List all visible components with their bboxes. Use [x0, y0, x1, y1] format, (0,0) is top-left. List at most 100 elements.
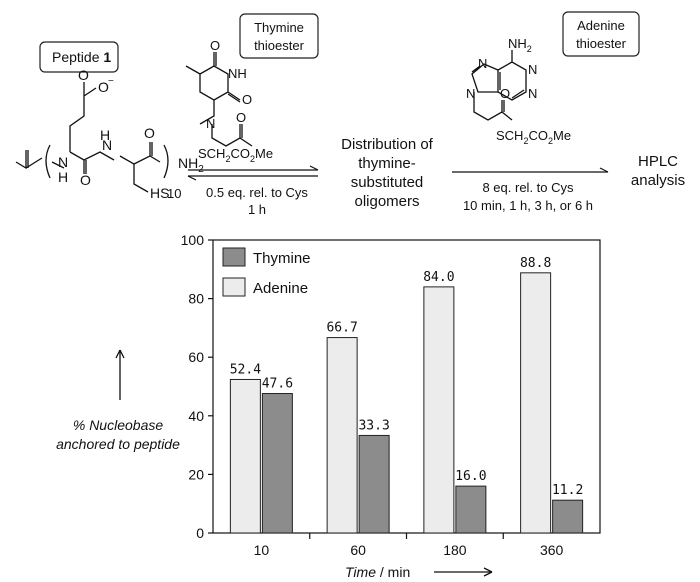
thymine-linker: SCH	[198, 146, 225, 161]
x-axis-label-time: Time	[345, 564, 376, 580]
x-tick-label-360: 360	[540, 542, 564, 558]
data-label-thymine-180: 16.0	[455, 469, 486, 484]
product-line-1: HPLC	[638, 153, 678, 170]
step1-condition-1: 0.5 eq. rel. to Cys	[206, 185, 308, 200]
reaction-scheme: Peptide 1 N H O N H O O O − HS 10 NH2 Th…	[15, 11, 685, 217]
svg-text:SCH2CO2Me: SCH2CO2Me	[198, 146, 273, 164]
adenine-label-box: Adenine thioester	[562, 11, 640, 57]
data-label-thymine-10: 47.6	[262, 377, 293, 392]
legend-label-thymine: Thymine	[253, 250, 311, 267]
svg-text:SCH2CO2Me: SCH2CO2Me	[496, 128, 571, 146]
adenine-n-3: N	[528, 86, 537, 101]
bar-thymine-180	[455, 485, 487, 534]
adenine-linker-end-sub: 2	[548, 136, 553, 146]
step2-condition-2: 10 min, 1 h, 3 h, or 6 h	[463, 198, 593, 213]
adenine-linker-me: Me	[553, 128, 571, 143]
x-tick-label-60: 60	[350, 542, 366, 558]
thymine-linker-end-sub: 2	[250, 154, 255, 164]
legend-swatch-adenine	[222, 277, 246, 297]
adenine-box-line1: Adenine	[577, 18, 625, 33]
adenine-n-9: N	[466, 86, 475, 101]
bar-adenine-60	[326, 337, 358, 534]
peptide-n-atom-2: N	[102, 137, 112, 153]
y-axis-label-line-1: % Nucleobase	[73, 417, 163, 433]
thymine-nh: NH	[228, 66, 247, 81]
peptide-label-box: Peptide 1	[39, 41, 119, 73]
carboxylate-o-2: O	[98, 79, 109, 95]
intermediate-line-3: substituted	[351, 174, 424, 191]
peptide-carbonyl-o: O	[80, 172, 91, 188]
step2-arrow	[452, 167, 609, 173]
intermediate-text: Distribution of thymine- substituted oli…	[341, 136, 434, 210]
data-label-adenine-10: 52.4	[230, 362, 261, 377]
y-axis-label-line-2: anchored to peptide	[56, 436, 180, 452]
thymine-o-side: O	[242, 92, 252, 107]
bar-adenine-360	[520, 272, 552, 534]
y-tick-label-60: 60	[188, 349, 204, 365]
y-tick-label-40: 40	[188, 408, 204, 424]
peptide-nh-h-2: H	[100, 127, 110, 143]
thymine-box-line1: Thymine	[254, 20, 304, 35]
peptide-structure: N H O N H O O O − HS 10 NH2	[15, 67, 204, 201]
adenine-structure: NH2 N N N N O SCH2CO2Me	[466, 36, 571, 146]
thymine-o-top: O	[210, 38, 220, 53]
data-label-thymine-60: 33.3	[358, 418, 389, 433]
repeat-subscript: 10	[167, 186, 181, 201]
data-label-adenine-360: 88.8	[520, 256, 551, 271]
data-label-adenine-180: 84.0	[423, 270, 454, 285]
thymine-label-box: Thymine thioester	[239, 13, 319, 59]
x-tick-label-180: 180	[443, 542, 467, 558]
bar-thymine-10	[261, 393, 293, 534]
thymine-box-line2: thioester	[254, 38, 305, 53]
adenine-n-7: N	[478, 56, 487, 71]
y-tick-label-100: 100	[181, 232, 205, 248]
thymine-linker-end: CO	[230, 146, 250, 161]
thiol-label: HS	[150, 185, 169, 201]
adenine-linker: SCH	[496, 128, 523, 143]
bar-thymine-60	[358, 434, 390, 534]
chart-axes: 0 20 40 60 80 100 10 60 180 360	[181, 232, 601, 558]
peptide-box-number: 1	[103, 49, 111, 65]
y-tick-label-80: 80	[188, 291, 204, 307]
bar-adenine-180	[423, 286, 455, 534]
x-axis-label: Time / min	[345, 564, 493, 580]
thymine-carbonyl-o: O	[236, 110, 246, 125]
carboxylate-charge: −	[108, 76, 114, 87]
adenine-box-line2: thioester	[576, 36, 627, 51]
svg-text:NH2: NH2	[508, 36, 532, 54]
thymine-linker-sub: 2	[225, 154, 230, 164]
adenine-nh2: NH	[508, 36, 527, 51]
adenine-nh2-sub: 2	[527, 44, 532, 54]
legend-swatch-thymine	[222, 247, 246, 267]
peptide-n-atom: N	[58, 154, 68, 170]
peptide-carbonyl-o-2: O	[144, 125, 155, 141]
intermediate-line-4: oligomers	[354, 193, 419, 210]
intermediate-line-2: thymine-	[358, 155, 416, 172]
peptide-box-label: Peptide	[52, 49, 100, 65]
bar-adenine-10	[229, 378, 261, 534]
legend-label-adenine: Adenine	[253, 280, 308, 297]
y-tick-label-0: 0	[196, 525, 204, 541]
y-tick-label-20: 20	[188, 466, 204, 482]
carboxylate-o: O	[78, 67, 89, 83]
thymine-structure: O NH O N O SCH2CO2Me	[185, 38, 273, 164]
adenine-carbonyl-o: O	[500, 86, 510, 101]
product-line-2: analysis	[631, 172, 685, 189]
adenine-n-1: N	[528, 62, 537, 77]
svg-text:Time / min: Time / min	[345, 564, 410, 580]
thymine-linker-me: Me	[255, 146, 273, 161]
step2-condition-1: 8 eq. rel. to Cys	[482, 180, 574, 195]
adenine-linker-sub: 2	[523, 136, 528, 146]
step1-condition-2: 1 h	[248, 202, 266, 217]
thymine-n: N	[206, 116, 215, 131]
svg-text:Peptide 1: Peptide 1	[52, 49, 111, 65]
y-axis-label: % Nucleobase anchored to peptide	[56, 349, 180, 452]
data-label-thymine-360: 11.2	[552, 483, 583, 498]
cterm-label: NH	[178, 155, 198, 171]
chart-data-labels: 52.447.666.733.384.016.088.811.2	[230, 256, 584, 498]
chart-bars	[229, 272, 584, 534]
x-tick-label-10: 10	[254, 542, 270, 558]
intermediate-line-1: Distribution of	[341, 136, 434, 153]
